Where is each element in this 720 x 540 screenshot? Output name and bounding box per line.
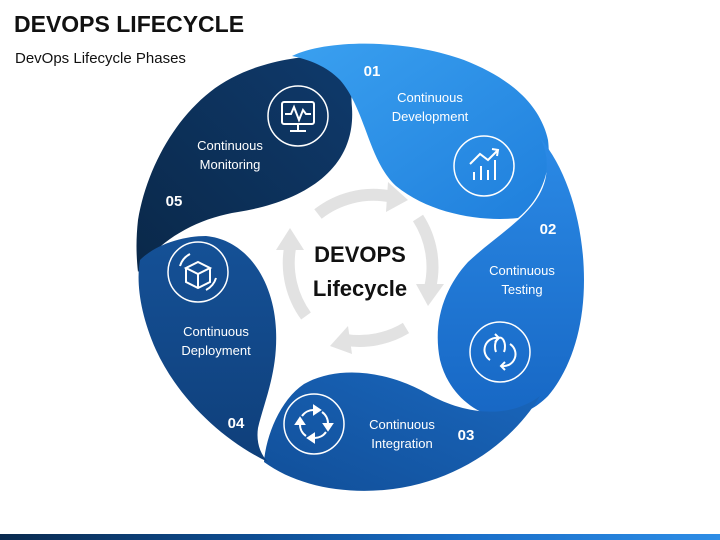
center-arrow-head bbox=[330, 326, 352, 354]
phase-number: 02 bbox=[540, 221, 557, 238]
page-title: DEVOPS LIFECYCLE bbox=[14, 11, 245, 37]
center-arrow-segment bbox=[345, 322, 410, 347]
center-title-line1: DEVOPS bbox=[314, 242, 406, 267]
phase-number: 01 bbox=[364, 63, 381, 80]
center-arrow-segment bbox=[314, 188, 389, 219]
phase-icon-ring bbox=[469, 321, 531, 383]
center-arrow-heads bbox=[276, 182, 444, 354]
package-box-icon bbox=[179, 253, 217, 291]
phase-number: 05 bbox=[166, 193, 183, 210]
phase-integration: Continuous Integration 03 bbox=[264, 372, 540, 491]
center-arrow-head bbox=[416, 284, 444, 306]
phase-label-line2: Integration bbox=[371, 436, 432, 451]
center-arrow-head bbox=[276, 228, 304, 250]
phase-deployment: Continuous Deployment 04 bbox=[138, 236, 277, 462]
phase-petal bbox=[264, 372, 540, 491]
phase-development: Continuous Development 01 bbox=[292, 43, 549, 219]
center-arrow-segment bbox=[282, 247, 311, 320]
phase-label-line1: Continuous bbox=[369, 417, 435, 432]
phase-icon-ring bbox=[167, 241, 229, 303]
phase-number: 03 bbox=[458, 427, 475, 444]
phase-icon-ring bbox=[283, 393, 345, 455]
phase-petal bbox=[138, 236, 277, 462]
phase-testing: Continuous Testing 02 bbox=[437, 138, 584, 418]
page-subtitle: DevOps Lifecycle Phases bbox=[15, 50, 186, 67]
growth-chart-icon bbox=[469, 148, 500, 180]
phase-petal bbox=[136, 55, 353, 273]
phase-monitoring: Continuous Monitoring 05 bbox=[136, 55, 353, 273]
circular-arrows-icon bbox=[294, 404, 334, 444]
monitor-pulse-icon bbox=[281, 101, 315, 132]
center-cycle-arrows bbox=[282, 188, 439, 347]
phase-label-line2: Testing bbox=[501, 282, 542, 297]
phase-label-line2: Development bbox=[392, 109, 469, 124]
phase-label-line1: Continuous bbox=[397, 90, 463, 105]
center-arrow-head bbox=[386, 182, 408, 212]
phase-petal bbox=[437, 138, 584, 418]
refresh-cycle-icon bbox=[483, 333, 517, 371]
phase-label-line1: Continuous bbox=[197, 138, 263, 153]
phase-petal bbox=[292, 43, 549, 219]
phase-label-line1: Continuous bbox=[489, 263, 555, 278]
phase-icon-ring bbox=[453, 135, 515, 197]
phase-label-line2: Deployment bbox=[181, 343, 251, 358]
center-arrow-segment bbox=[412, 214, 439, 290]
footer-gradient-bar bbox=[0, 534, 720, 540]
phase-icon-ring bbox=[267, 85, 329, 147]
phase-label-line1: Continuous bbox=[183, 324, 249, 339]
phase-label-line2: Monitoring bbox=[200, 157, 261, 172]
phase-number: 04 bbox=[228, 415, 245, 432]
center-title-line2: Lifecycle bbox=[313, 276, 407, 301]
